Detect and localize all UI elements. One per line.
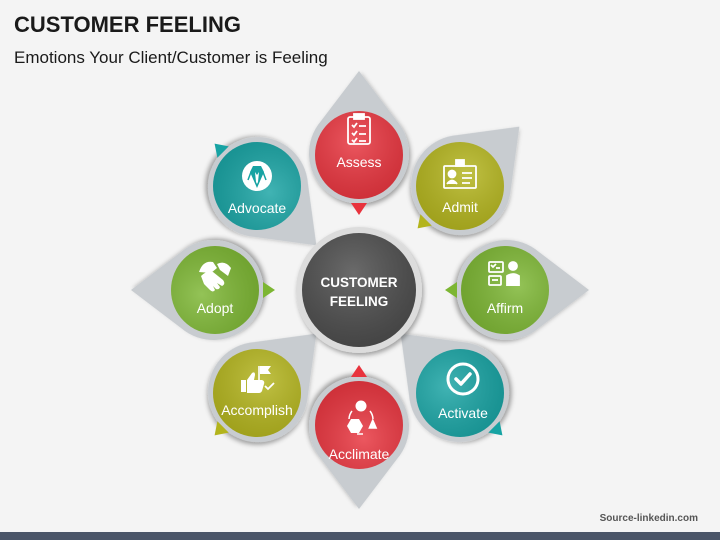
- petal-admit-label: Admit: [442, 199, 478, 215]
- petal-activate-tail: [488, 421, 503, 436]
- petal-advocate: Advocate: [208, 137, 317, 246]
- id-card-icon: [443, 159, 477, 189]
- petal-adopt: Adopt: [131, 240, 275, 340]
- petal-acclimate-tail: [351, 365, 367, 377]
- shapes-cycle-icon: [347, 400, 378, 435]
- petal-adopt-tail: [263, 282, 275, 298]
- petal-acclimate-label: Acclimate: [329, 446, 390, 462]
- page-subtitle: Emotions Your Client/Customer is Feeling: [14, 48, 328, 67]
- petal-assess-label: Assess: [336, 154, 381, 170]
- bottom-bar: [0, 532, 720, 540]
- checklist-icon: [347, 113, 371, 145]
- checkmark-circle-icon: [446, 362, 480, 396]
- petal-admit: Admit: [411, 126, 520, 235]
- petal-affirm: Affirm: [445, 240, 589, 340]
- center-title-line1: CUSTOMER: [320, 275, 397, 290]
- petal-advocate-label: Advocate: [228, 200, 287, 216]
- petal-accomplish-tail: [214, 421, 229, 436]
- petal-affirm-label: Affirm: [487, 300, 523, 316]
- source-credit: Source-linkedin.com: [599, 513, 698, 524]
- center-title-line2: FEELING: [330, 294, 389, 309]
- petal-accomplish: Accomplish: [208, 333, 317, 442]
- presenter-icon: [488, 261, 520, 286]
- page-title: CUSTOMER FEELING: [14, 12, 241, 37]
- lawyer-icon: [242, 161, 272, 191]
- petal-admit-tail: [417, 214, 432, 229]
- petal-activate: Activate: [400, 333, 509, 442]
- petal-assess: Assess: [309, 71, 409, 215]
- center-hub: CUSTOMER FEELING: [296, 227, 422, 353]
- thumbs-up-flag-icon: [241, 366, 275, 393]
- petal-assess-tail: [351, 203, 367, 215]
- petal-affirm-tail: [445, 282, 457, 298]
- handshake-icon: [199, 261, 231, 292]
- petal-accomplish-label: Accomplish: [221, 402, 293, 418]
- petal-activate-label: Activate: [438, 405, 488, 421]
- petal-advocate-tail: [214, 143, 229, 158]
- petal-adopt-label: Adopt: [197, 300, 234, 316]
- petal-acclimate: Acclimate: [309, 365, 409, 509]
